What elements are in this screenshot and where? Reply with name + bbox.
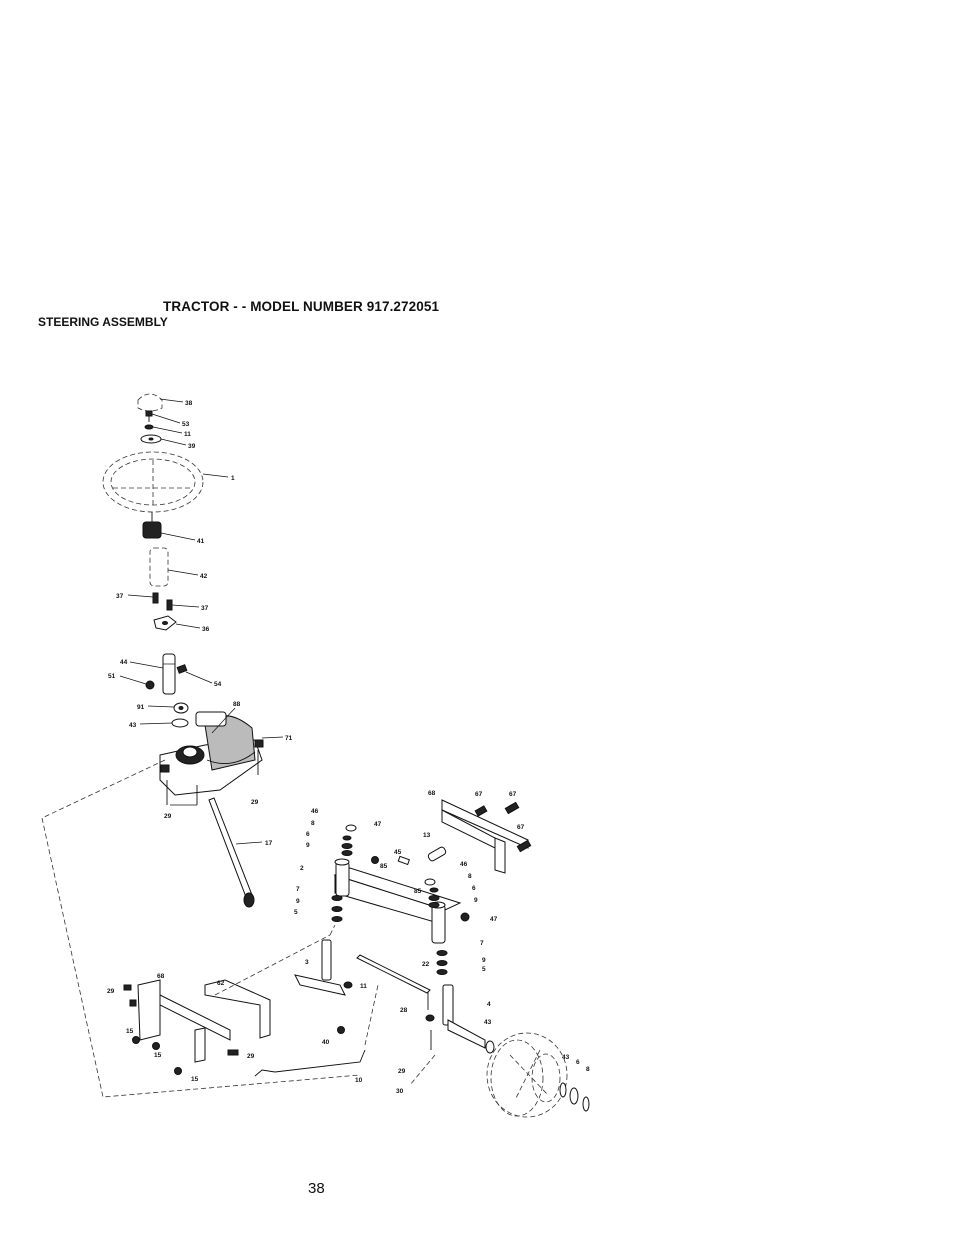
callout-47: 47 [490,916,498,923]
callout-91: 91 [137,704,145,711]
callout-68: 68 [157,973,165,980]
callout-7: 7 [480,940,484,947]
callout-10: 10 [355,1077,363,1084]
callout-7: 7 [296,886,300,893]
callout-15: 15 [126,1028,134,1035]
callout-labels: 38 53 11 39 1 41 42 37 37 36 44 54 51 91… [107,400,590,1095]
callout-85: 85 [414,888,422,895]
callout-5: 5 [482,966,486,973]
callout-62: 62 [217,980,225,987]
callout-11: 11 [360,983,367,990]
callout-43: 43 [129,722,137,729]
callout-88: 88 [233,701,241,708]
callout-29: 29 [251,799,259,806]
callout-67: 67 [517,824,525,831]
lower-brackets [123,979,366,1077]
callout-15: 15 [191,1076,199,1083]
callout-29: 29 [164,813,172,820]
callout-46: 46 [311,808,319,815]
callout-29: 29 [398,1068,406,1075]
callout-9: 9 [306,842,310,849]
callout-47: 47 [374,821,382,828]
callout-8: 8 [468,873,472,880]
callout-46: 46 [460,861,468,868]
callout-3: 3 [305,959,309,966]
page-title: TRACTOR - - MODEL NUMBER 917.272051 [163,299,440,314]
callout-68: 68 [428,790,436,797]
callout-43: 43 [562,1054,570,1061]
callout-29: 29 [247,1053,255,1060]
callout-13: 13 [423,832,431,839]
callout-43: 43 [484,1019,492,1026]
section-subtitle: STEERING ASSEMBLY [38,315,168,329]
callout-67: 67 [509,791,517,798]
callout-29: 29 [107,988,115,995]
callout-30: 30 [396,1088,404,1095]
callout-53: 53 [182,421,190,428]
callout-67: 67 [475,791,483,798]
drag-link [208,797,255,908]
callout-6: 6 [306,831,310,838]
callout-2: 2 [300,865,304,872]
callout-42: 42 [200,573,208,580]
front-wheel [485,1032,590,1118]
callout-9: 9 [482,957,486,964]
steering-column-parts [102,393,204,728]
callout-40: 40 [322,1039,330,1046]
callout-17: 17 [265,840,273,847]
leader-lines [119,398,284,845]
callout-38: 38 [185,400,193,407]
callout-9: 9 [296,898,300,905]
callout-22: 22 [422,961,430,968]
callout-6: 6 [472,885,476,892]
callout-1: 1 [231,475,235,482]
callout-8: 8 [586,1066,590,1073]
reference-lines [41,759,436,1098]
callout-39: 39 [188,443,196,450]
callout-5: 5 [294,909,298,916]
callout-15: 15 [154,1052,162,1059]
page-number: 38 [308,1180,325,1197]
callout-37: 37 [116,593,124,600]
callout-6: 6 [576,1059,580,1066]
callout-54: 54 [214,681,222,688]
callout-44: 44 [120,659,128,666]
callout-41: 41 [197,538,205,545]
callout-45: 45 [394,849,402,856]
callout-9: 9 [474,897,478,904]
callout-8: 8 [311,820,315,827]
callout-11: 11 [184,431,191,438]
callout-51: 51 [108,673,116,680]
callout-85: 85 [380,863,388,870]
callout-37: 37 [201,605,209,612]
callout-71: 71 [285,735,293,742]
steering-gearbox [159,711,264,805]
callout-28: 28 [400,1007,408,1014]
callout-4: 4 [487,1001,491,1008]
callout-36: 36 [202,626,210,633]
front-axle-assembly [294,799,532,1050]
